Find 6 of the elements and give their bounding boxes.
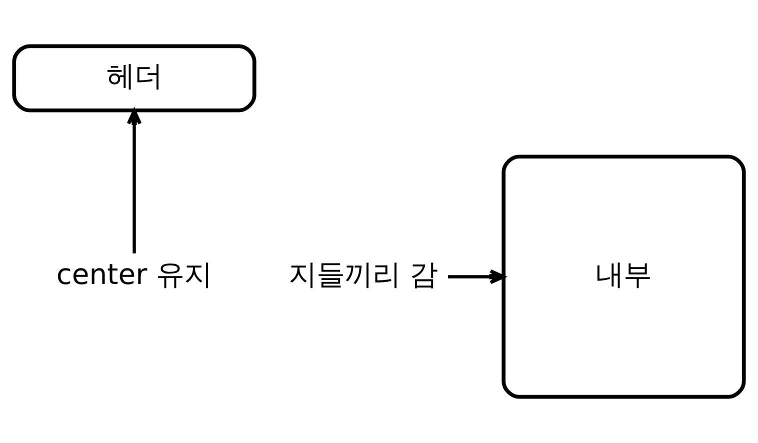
- node-text: center 유지: [56, 258, 212, 291]
- arrow: [448, 269, 506, 284]
- node-text: 지들끼리 감: [288, 258, 438, 291]
- node-box: 내부: [502, 154, 746, 399]
- arrow: [126, 108, 142, 254]
- node-box: 헤더: [12, 44, 256, 112]
